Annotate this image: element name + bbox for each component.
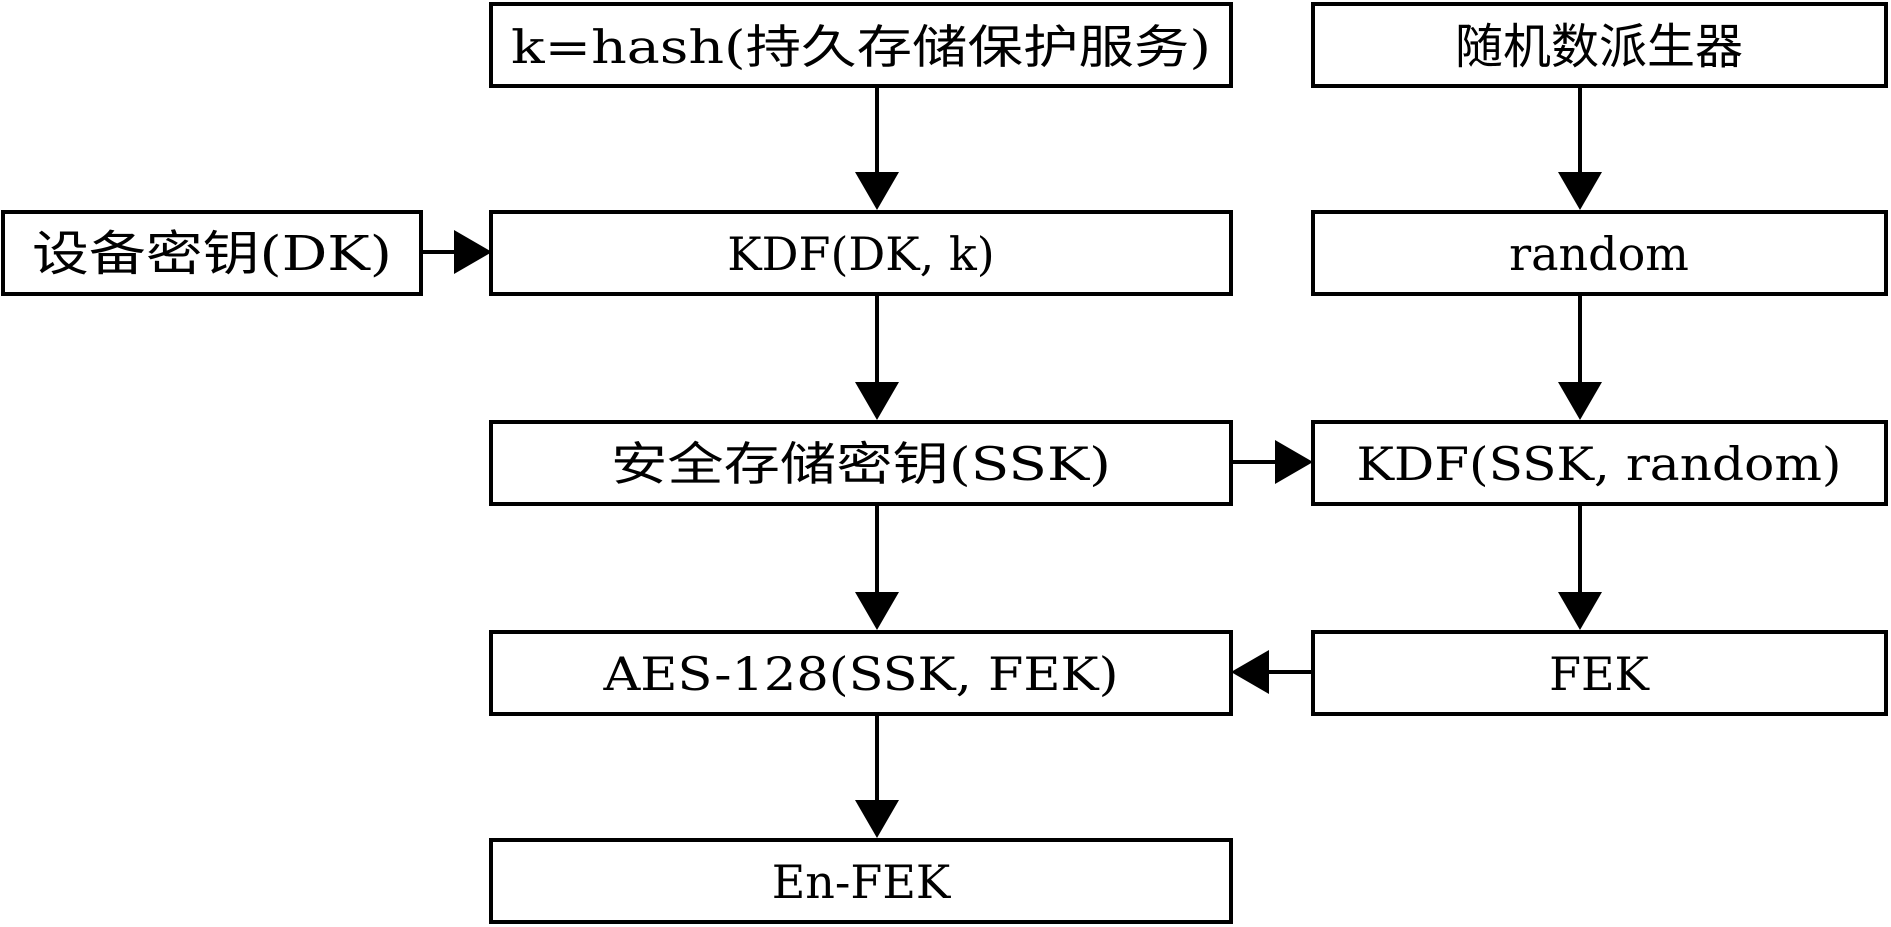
node-rng-label: 随机数派生器 <box>1455 19 1743 75</box>
node-en-fek: En-FEK <box>489 838 1233 924</box>
node-kdf-dk-k: KDF(DK, k) <box>489 210 1233 296</box>
node-rng: 随机数派生器 <box>1311 2 1888 88</box>
node-ssk-label: 安全存储密钥(SSK) <box>611 437 1111 491</box>
node-random-label: random <box>1509 227 1689 281</box>
node-aes-label: AES-128(SSK, FEK) <box>602 647 1118 701</box>
edge-hash-to-kdf-dk <box>855 86 899 210</box>
node-device-key: 设备密钥(DK) <box>1 210 423 296</box>
node-fek-label: FEK <box>1549 647 1650 701</box>
node-kdf-ssk-random-label: KDF(SSK, random) <box>1357 437 1842 491</box>
node-en-fek-label: En-FEK <box>772 855 952 909</box>
node-hash-k: k=hash(持久存储保护服务) <box>489 2 1233 88</box>
edges <box>421 86 1602 838</box>
edge-ssk-to-kdf-ssk <box>1231 440 1313 484</box>
node-device-key-label: 设备密钥(DK) <box>32 226 392 282</box>
node-kdf-dk-k-label: KDF(DK, k) <box>727 227 994 281</box>
node-ssk: 安全存储密钥(SSK) <box>489 420 1233 506</box>
edge-aes-to-en-fek <box>855 714 899 838</box>
node-kdf-ssk-random: KDF(SSK, random) <box>1311 420 1888 506</box>
edge-random-to-kdf-ssk <box>1558 294 1602 420</box>
edge-kdf-ssk-to-fek <box>1558 504 1602 630</box>
edge-kdf-dk-to-ssk <box>855 294 899 420</box>
edge-rng-to-random <box>1558 86 1602 210</box>
node-random: random <box>1311 210 1888 296</box>
node-fek: FEK <box>1311 630 1888 716</box>
edge-fek-to-aes <box>1231 650 1313 694</box>
edge-ssk-to-aes <box>855 504 899 630</box>
node-hash-k-label: k=hash(持久存储保护服务) <box>511 20 1211 74</box>
edge-dk-to-kdf-dk <box>421 230 492 274</box>
node-aes: AES-128(SSK, FEK) <box>489 630 1233 716</box>
